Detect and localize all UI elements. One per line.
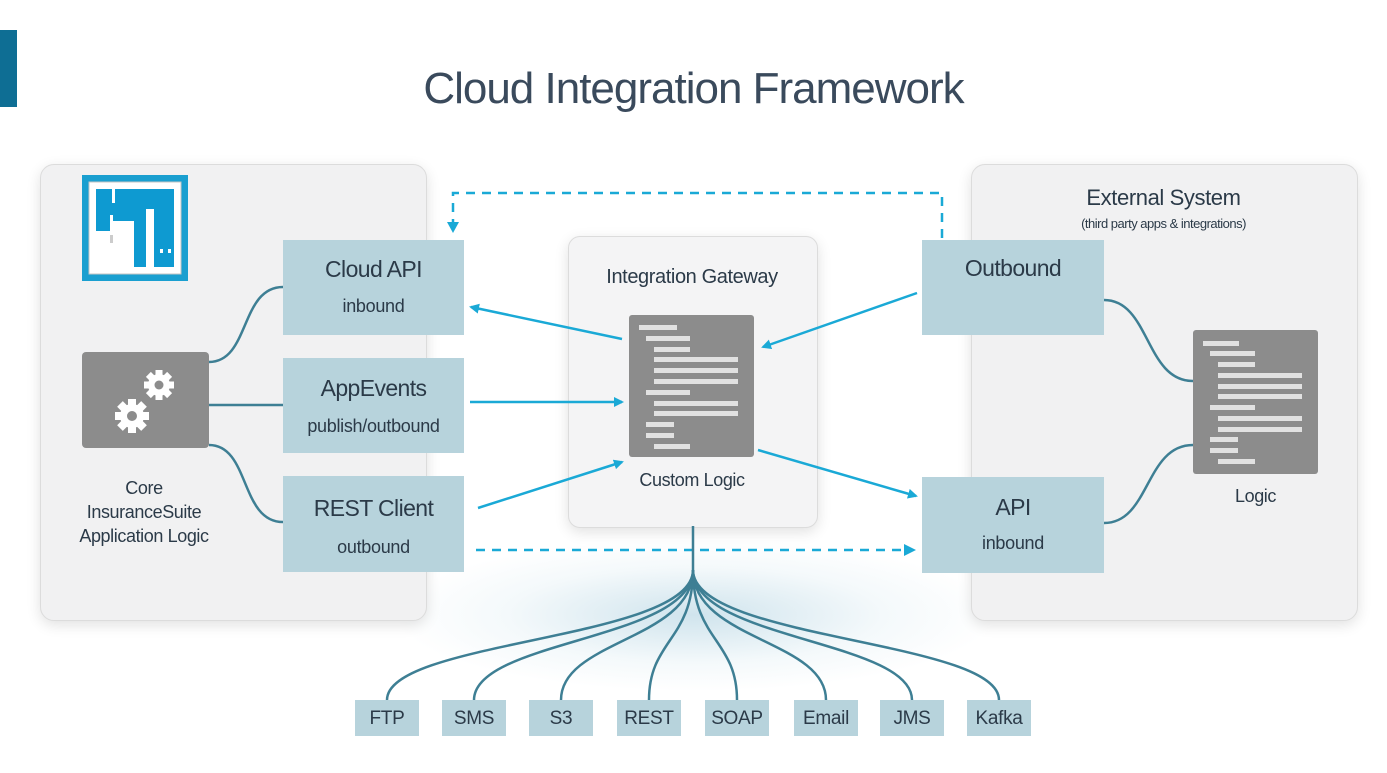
- external-api-sub: inbound: [982, 533, 1044, 553]
- protocol-email: Email: [794, 700, 858, 736]
- appevents-box: AppEvents publish/outbound: [283, 358, 464, 453]
- page-title: Cloud Integration Framework: [423, 64, 964, 113]
- external-system-title: External System: [1086, 185, 1241, 210]
- appevents-sub: publish/outbound: [307, 416, 440, 436]
- connector-core-restclient: [208, 443, 284, 524]
- arrow-gateway-to-cloudapi: [469, 303, 623, 341]
- dashed-arrowhead-api: [904, 544, 916, 556]
- arrow-restclient-to-gateway: [477, 459, 624, 510]
- connector-api-logic: [1103, 443, 1194, 525]
- protocol-soap: SOAP: [705, 700, 769, 736]
- external-api-label: API: [995, 494, 1031, 520]
- dashed-arrowhead-cloudapi: [447, 222, 459, 233]
- accent-bar: [0, 30, 17, 107]
- protocol-ftp: FTP: [355, 700, 419, 736]
- custom-logic-caption: Custom Logic: [639, 470, 745, 490]
- protocol-fan: [385, 526, 1001, 701]
- cloud-api-label: Cloud API: [325, 256, 422, 282]
- connector-core-cloudapi: [208, 285, 284, 364]
- protocol-rest: REST: [617, 700, 681, 736]
- protocol-s3: S3: [529, 700, 593, 736]
- protocol-sms: SMS: [442, 700, 506, 736]
- gateway-glow: [400, 540, 990, 690]
- logic-label: Logic: [1234, 486, 1277, 506]
- protocol-jms: JMS: [880, 700, 944, 736]
- guidewire-logo-icon: [82, 175, 188, 281]
- code-document-icon: [629, 315, 754, 457]
- appevents-label: AppEvents: [320, 375, 427, 401]
- core-label-line-1: Core: [125, 478, 163, 498]
- protocol-kafka: Kafka: [967, 700, 1031, 736]
- arrow-outbound-to-gateway: [761, 291, 918, 350]
- external-api-box: API inbound: [922, 477, 1104, 573]
- core-label-line-3: Application Logic: [79, 526, 209, 546]
- gears-icon: [82, 352, 209, 448]
- logic-code-icon: [1193, 330, 1318, 474]
- cloud-api-sub: inbound: [342, 296, 405, 316]
- outbound-box: Outbound: [922, 240, 1104, 335]
- core-label-line-2: InsuranceSuite: [86, 502, 202, 522]
- dashed-outbound-to-cloudapi: [451, 191, 944, 238]
- arrow-gateway-to-api: [757, 448, 918, 499]
- rest-client-sub: outbound: [337, 537, 410, 557]
- cloud-api-box: Cloud API inbound: [283, 240, 464, 335]
- connector-outbound-logic: [1103, 298, 1194, 383]
- core-label: Core InsuranceSuite Application Logic: [60, 476, 228, 548]
- external-system-subtitle: (third party apps & integrations): [1081, 216, 1246, 231]
- outbound-label: Outbound: [964, 255, 1062, 281]
- rest-client-label: REST Client: [313, 495, 434, 521]
- gateway-title: Integration Gateway: [606, 266, 778, 288]
- rest-client-box: REST Client outbound: [283, 476, 464, 572]
